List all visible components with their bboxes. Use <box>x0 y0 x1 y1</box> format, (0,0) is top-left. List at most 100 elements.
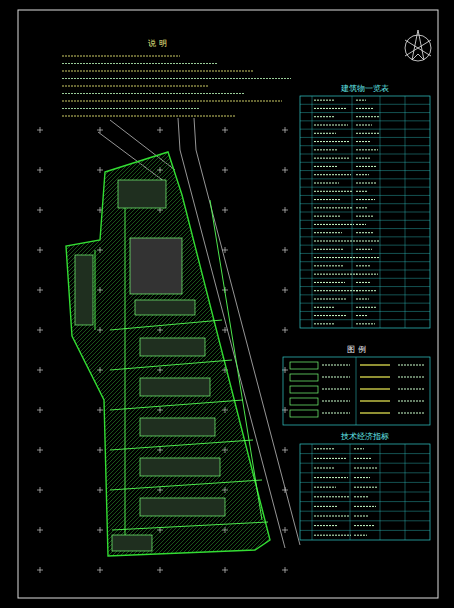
note-line <box>62 115 236 116</box>
grid-cross <box>97 407 103 413</box>
note-line <box>62 78 291 79</box>
grid-cross <box>37 407 43 413</box>
table-cell-text <box>314 525 338 526</box>
table-rule <box>300 137 430 138</box>
table-cell-text <box>356 149 378 150</box>
table-cell-text <box>314 249 343 250</box>
note-line <box>62 85 208 86</box>
table-cell-text <box>314 477 348 478</box>
table-rule <box>300 104 430 105</box>
table-cell-text <box>314 496 349 497</box>
table-cell-text <box>314 199 340 200</box>
note-line <box>62 93 245 94</box>
table-cell-text <box>314 224 354 225</box>
table-cell-text <box>314 191 352 192</box>
grid-cross <box>282 327 288 333</box>
grid-cross <box>282 127 288 133</box>
table-title: 图 例 <box>283 345 430 355</box>
table-cell-text <box>356 158 370 159</box>
grid-cross <box>37 287 43 293</box>
table-rule <box>300 261 430 262</box>
table-rule <box>300 154 430 155</box>
table-rule <box>300 294 430 295</box>
grid-cross <box>222 167 228 173</box>
table-rule <box>300 303 430 304</box>
table-cell-text <box>356 125 372 126</box>
table-rule <box>300 245 430 246</box>
table-rule <box>300 162 430 163</box>
table-cell-text <box>314 207 353 208</box>
legend-text-stroke <box>322 413 424 414</box>
table-cell-text <box>356 183 376 184</box>
table-cell-text <box>314 458 347 459</box>
table-cell-text <box>314 265 344 266</box>
table-cell-text <box>354 477 370 478</box>
table-cell-text <box>354 516 368 517</box>
note-line <box>62 63 217 64</box>
table-cell-text <box>314 100 334 101</box>
grid-cross <box>37 367 43 373</box>
table-cell-text <box>314 506 337 507</box>
table-rule <box>300 178 430 179</box>
grid-cross <box>97 127 103 133</box>
table-cell-text <box>354 458 371 459</box>
legend-sample <box>290 398 318 405</box>
table-cell-text <box>354 525 375 526</box>
table-rule <box>312 96 313 328</box>
table-cell-text <box>356 315 368 316</box>
table-cell-text <box>356 232 373 233</box>
table-cell-text <box>356 257 379 258</box>
table-rule <box>300 145 430 146</box>
grid-cross <box>37 207 43 213</box>
table-cell-text <box>354 496 369 497</box>
table-cell-text <box>356 290 377 291</box>
table-cell-text <box>314 468 335 469</box>
table-rule <box>300 170 430 171</box>
table-rule <box>300 212 430 213</box>
table-cell-text <box>314 282 345 283</box>
table-rule <box>300 319 430 320</box>
legend-sample <box>360 388 390 389</box>
legend-text-stroke <box>322 389 424 390</box>
table-cell-text <box>356 307 376 308</box>
grid-cross <box>97 167 103 173</box>
table-rule <box>300 203 430 204</box>
table-cell-text <box>314 516 350 517</box>
grid-cross <box>282 167 288 173</box>
table-cell-text <box>314 448 334 449</box>
table-rule <box>300 311 430 312</box>
grid-cross <box>282 207 288 213</box>
table-cell-text <box>314 307 334 308</box>
grid-cross <box>282 567 288 573</box>
table-cell-text <box>354 506 376 507</box>
table-cell-text <box>356 174 369 175</box>
note-line <box>62 55 180 56</box>
table-cell-text <box>314 257 356 258</box>
grid-cross <box>157 127 163 133</box>
legend-text-stroke <box>322 365 424 366</box>
table-cell-text <box>356 207 367 208</box>
table-cell-text <box>356 100 366 101</box>
table-cell-text <box>356 108 373 109</box>
grid-cross <box>37 327 43 333</box>
table-cell-text <box>314 149 337 150</box>
legend-sample <box>290 374 318 381</box>
table-rule <box>300 112 430 113</box>
grid-cross <box>282 247 288 253</box>
drawing-frame <box>18 10 438 598</box>
note-line <box>62 100 282 101</box>
table-rule <box>300 482 430 483</box>
grid-cross <box>37 487 43 493</box>
grid-cross <box>282 287 288 293</box>
table-rule <box>300 286 430 287</box>
table-cell-text <box>314 241 355 242</box>
table-cell-text <box>356 241 380 242</box>
table-rule <box>300 492 430 493</box>
legend-sample <box>360 376 390 377</box>
table-cell-text <box>356 199 375 200</box>
grid-cross <box>37 127 43 133</box>
grid-cross <box>222 127 228 133</box>
site-boundary <box>66 152 270 556</box>
table-cell-text <box>314 141 349 142</box>
table-rule <box>380 444 381 540</box>
